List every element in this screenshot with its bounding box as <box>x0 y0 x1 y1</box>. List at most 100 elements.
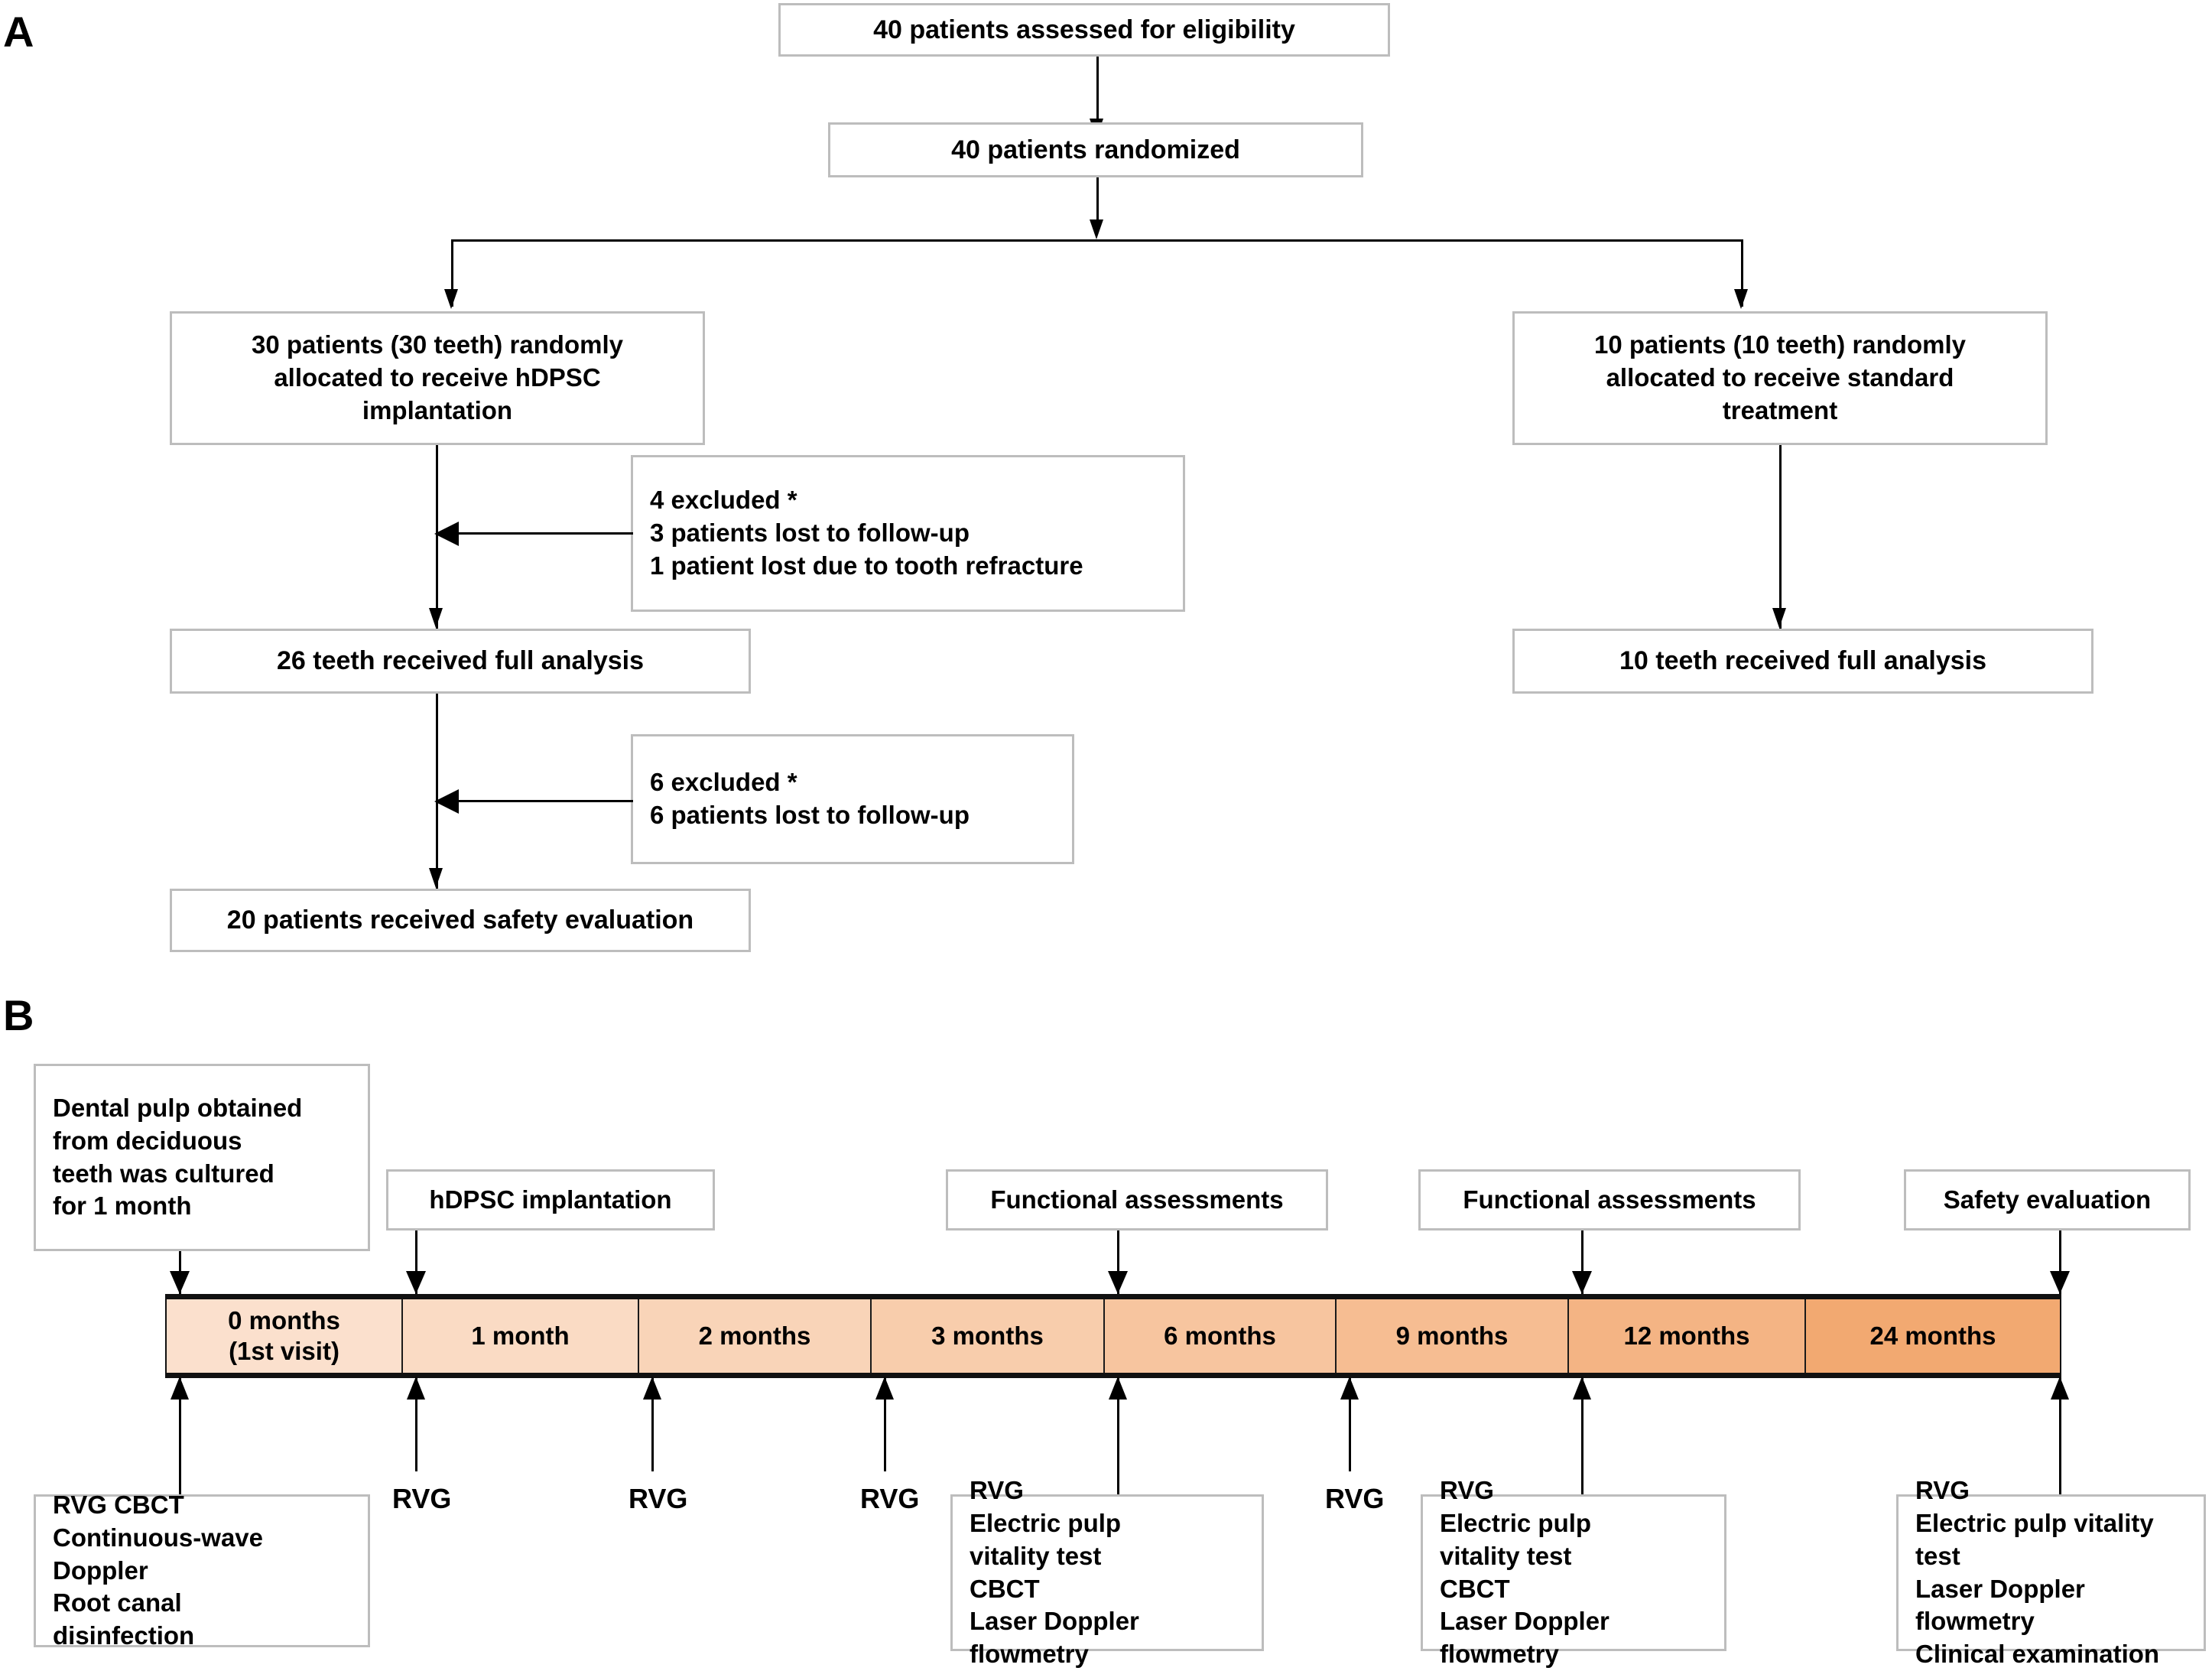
box-full-analysis-hdpsc: 26 teeth received full analysis <box>170 629 751 694</box>
timeline-segment: 24 months <box>1806 1299 2060 1373</box>
up-connector-9-months-rvg <box>1349 1378 1351 1471</box>
box-safety-evaluation-a: 20 patients received safety evaluation <box>170 889 751 952</box>
rvg-label-3-months: RVG <box>860 1483 920 1514</box>
timeline-bottom-box-9-months: RVG Electric pulp vitality test CBCT Las… <box>1421 1476 1726 1668</box>
connector-randomized-stem <box>1096 177 1099 225</box>
up-connector-3-months <box>1117 1378 1119 1494</box>
rvg-label-1-month: RVG <box>392 1483 452 1514</box>
timeline-segment: 0 months (1st visit) <box>167 1299 403 1373</box>
timeline-segment-label: 1 month <box>471 1321 570 1350</box>
down-connector-24-months <box>2059 1230 2061 1297</box>
timeline-top-box-functional-assessments-12m-label: Functional assessments <box>1463 1185 1756 1214</box>
timeline-top-box-functional-assessments-3m: Functional assessments <box>946 1169 1328 1230</box>
timeline-bottom-box-3-months: RVG Electric pulp vitality test CBCT Las… <box>950 1476 1264 1668</box>
box-excluded-first-label: 4 excluded * 3 patients lost to follow-u… <box>650 486 1083 580</box>
up-arrowhead-9-months-rvg <box>1340 1377 1359 1400</box>
up-arrowhead-0-months <box>171 1377 189 1400</box>
timeline-segment-label: 6 months <box>1164 1321 1276 1350</box>
box-assessed-for-eligibility: 40 patients assessed for eligibility <box>778 3 1390 57</box>
down-arrowhead-12-months <box>1572 1271 1592 1294</box>
timeline-top-box-hdpsc-implantation-label: hDPSC implantation <box>429 1185 672 1214</box>
connector-standard-to-analysis <box>1779 445 1782 629</box>
box-assessed-label: 40 patients assessed for eligibility <box>873 15 1295 44</box>
up-connector-3-months-rvg <box>884 1378 886 1471</box>
box-excluded-second-label: 6 excluded * 6 patients lost to follow-u… <box>650 768 970 829</box>
down-arrowhead-1-month <box>406 1271 426 1294</box>
timeline-segment-label: 3 months <box>931 1321 1044 1350</box>
connector-excluded-second-line <box>459 800 633 802</box>
box-allocated-hdpsc: 30 patients (30 teeth) randomly allocate… <box>170 311 705 445</box>
up-arrowhead-2-months <box>643 1377 661 1400</box>
up-connector-0-months <box>179 1378 181 1494</box>
timeline-segment-label: 2 months <box>698 1321 811 1350</box>
timeline-top-box-functional-assessments-12m: Functional assessments <box>1418 1169 1801 1230</box>
connector-split-left <box>451 239 453 307</box>
arrowhead-split-left <box>444 289 458 309</box>
timeline-segment: 6 months <box>1105 1299 1337 1373</box>
arrowhead-excluded-second <box>434 789 459 814</box>
timeline-segment: 9 months <box>1337 1299 1569 1373</box>
box-allocated-standard-label: 10 patients (10 teeth) randomly allocate… <box>1594 330 1966 424</box>
up-arrowhead-3-months-rvg <box>875 1377 894 1400</box>
arrowhead-analysis-to-safety <box>429 868 443 888</box>
box-safety-evaluation-a-label: 20 patients received safety evaluation <box>226 905 694 935</box>
down-arrowhead-0-months <box>170 1271 190 1294</box>
box-full-analysis-hdpsc-label: 26 teeth received full analysis <box>276 646 645 676</box>
rvg-label-9-months: RVG <box>1325 1483 1385 1514</box>
timeline-segment: 3 months <box>872 1299 1105 1373</box>
down-arrowhead-3-months <box>1108 1271 1128 1294</box>
panel-a-letter: A <box>3 8 34 56</box>
timeline-top-box-safety-evaluation-label: Safety evaluation <box>1943 1185 2152 1214</box>
timeline-bottom-box-9-months-label: RVG Electric pulp vitality test CBCT Las… <box>1440 1475 1609 1669</box>
up-connector-2-months <box>651 1378 654 1471</box>
timeline-bar: 0 months (1st visit) 1 month 2 months 3 mon… <box>165 1294 2061 1378</box>
box-allocated-standard: 10 patients (10 teeth) randomly allocate… <box>1512 311 2048 445</box>
timeline-top-box-functional-assessments-3m-label: Functional assessments <box>990 1185 1284 1214</box>
timeline-top-box-dental-pulp-label: Dental pulp obtained from deciduous teet… <box>53 1093 303 1221</box>
arrowhead-randomized-stem <box>1090 219 1103 239</box>
timeline-segment: 1 month <box>403 1299 639 1373</box>
arrowhead-excluded-first <box>434 522 459 546</box>
panel-b-letter: B <box>3 991 34 1039</box>
timeline-top-box-safety-evaluation: Safety evaluation <box>1904 1169 2191 1230</box>
up-connector-1-month <box>415 1378 417 1471</box>
box-full-analysis-standard-label: 10 teeth received full analysis <box>1619 646 1987 676</box>
down-connector-3-months <box>1117 1230 1119 1297</box>
box-allocated-hdpsc-label: 30 patients (30 teeth) randomly allocate… <box>252 330 623 424</box>
box-full-analysis-standard: 10 teeth received full analysis <box>1512 629 2093 694</box>
down-arrowhead-24-months <box>2050 1271 2070 1294</box>
up-arrowhead-1-month <box>407 1377 425 1400</box>
timeline-top-box-hdpsc-implantation: hDPSC implantation <box>386 1169 715 1230</box>
box-excluded-second: 6 excluded * 6 patients lost to follow-u… <box>631 734 1074 864</box>
connector-split-horizontal <box>451 239 1743 242</box>
up-connector-12-months <box>1581 1378 1583 1494</box>
box-excluded-first: 4 excluded * 3 patients lost to follow-u… <box>631 455 1185 612</box>
down-connector-1-month <box>415 1230 417 1297</box>
timeline-bottom-box-24-months: RVG Electric pulp vitality test Laser Do… <box>1896 1476 2206 1668</box>
connector-assessed-to-randomized <box>1096 57 1099 122</box>
timeline-bottom-box-24-months-label: RVG Electric pulp vitality test Laser Do… <box>1915 1475 2160 1669</box>
connector-excluded-first-line <box>459 532 633 535</box>
up-connector-24-months <box>2059 1378 2061 1494</box>
timeline-segment: 12 months <box>1569 1299 1806 1373</box>
timeline-segment-label: 9 months <box>1395 1321 1509 1350</box>
box-randomized: 40 patients randomized <box>828 122 1363 177</box>
timeline-bottom-box-0-months-label: RVG CBCT Continuous-wave Doppler Root ca… <box>53 1490 264 1650</box>
up-arrowhead-3-months <box>1109 1377 1127 1400</box>
timeline-bottom-box-3-months-label: RVG Electric pulp vitality test CBCT Las… <box>970 1475 1139 1669</box>
arrowhead-split-right <box>1734 289 1748 309</box>
up-arrowhead-24-months <box>2051 1377 2069 1400</box>
arrowhead-standard-to-analysis <box>1772 608 1786 628</box>
timeline-bottom-box-0-months: RVG CBCT Continuous-wave Doppler Root ca… <box>34 1491 370 1650</box>
box-randomized-label: 40 patients randomized <box>951 135 1240 164</box>
connector-split-right <box>1741 239 1743 307</box>
timeline-segment-label: 12 months <box>1623 1321 1750 1350</box>
arrowhead-hdpsc-to-analysis <box>429 608 443 628</box>
timeline-top-box-dental-pulp: Dental pulp obtained from deciduous teet… <box>34 1064 370 1251</box>
rvg-label-2-months: RVG <box>629 1483 688 1514</box>
up-arrowhead-12-months <box>1573 1377 1591 1400</box>
down-connector-12-months <box>1581 1230 1583 1297</box>
timeline-segment-label: 24 months <box>1869 1321 1996 1350</box>
timeline-segment-label: 0 months (1st visit) <box>228 1305 340 1365</box>
timeline-segment: 2 months <box>639 1299 872 1373</box>
